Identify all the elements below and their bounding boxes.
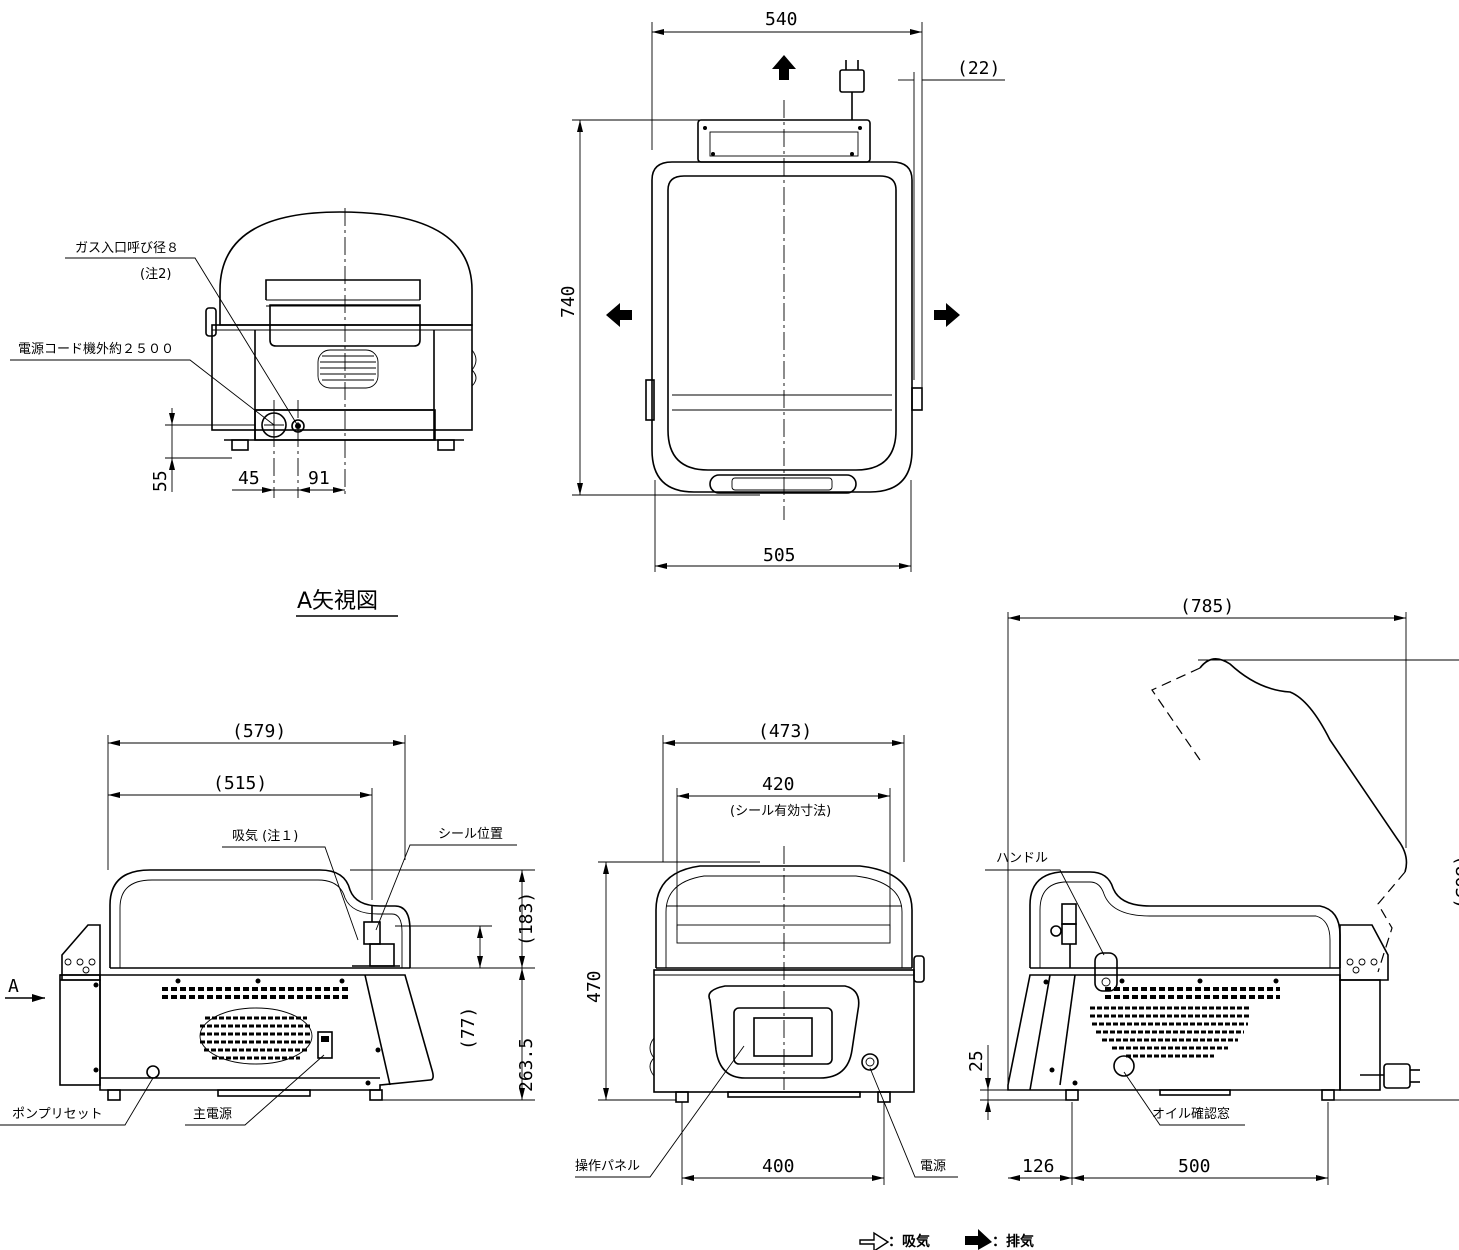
dim-right-foot-offset: 126 [1022,1156,1055,1177]
legend-intake-label: ：吸気 [888,1233,930,1250]
front-view: (579) (515) [0,721,537,1126]
side-control-panel-label: 操作パネル [575,1158,640,1174]
front-hinge-block [61,924,101,981]
front-intake-label: 吸気 (注１) [232,828,298,844]
side-view: (473) 420 (シール有効寸法) [575,721,958,1185]
front-vent-strip [162,987,348,999]
right-oil-window [1113,1055,1135,1077]
dim-top-width: 540 [765,9,798,30]
top-right-knob [911,387,923,411]
a-gas-inlet-label: ガス入口呼び径８ [75,241,179,256]
right-seal-mechanism [1061,923,1077,945]
a-lid-dome [219,211,473,326]
view-a-arrow-icon [32,994,45,1002]
dim-side-seal-width: 420 [762,774,795,795]
side-lid [655,865,913,968]
dim-a-gas-offset: 91 [308,468,330,489]
dim-top-bottom-width: 505 [763,545,796,566]
right-open-lid [1199,658,1408,873]
right-power-plug [1360,1063,1420,1089]
front-main-switch [317,1031,333,1059]
dim-right-feet: 500 [1178,1156,1211,1177]
dim-right-foot-height: 25 [966,1050,987,1072]
right-vent-strip [1105,987,1280,999]
a-power-cord-label: 電源コード機外約２５００ [18,342,174,357]
dim-a-cord-offset: 45 [238,468,260,489]
legend-exhaust-label: ：排気 [992,1233,1034,1250]
intake-arrow-icon [859,1231,890,1250]
right-vent-grille [1090,1006,1250,1058]
exhaust-legend-arrow-icon [965,1229,992,1250]
dim-top-offset: (22) [957,58,1000,79]
right-oil-window-label: オイル確認窓 [1152,1106,1230,1122]
front-arrow-a-label: A [8,976,19,997]
exhaust-arrow-left-icon [606,303,632,327]
power-plug-top [839,60,865,120]
right-view: (785) (865) [966,596,1459,1185]
front-lid [109,869,411,968]
dim-front-lid-height: (183) [516,892,537,946]
legend: ：吸気 ：排気 [859,1229,1034,1250]
top-lid [667,175,897,471]
a-side-knob [205,307,217,337]
dim-side-height: 470 [584,970,605,1003]
front-body [60,974,434,1091]
front-main-power-label: 主電源 [193,1107,232,1122]
dim-top-depth: 740 [558,285,579,318]
right-handle [1094,952,1118,992]
right-hinge-block [1339,924,1389,981]
side-power-button [861,1053,879,1071]
side-control-panel-screen [753,1017,813,1057]
top-front-handle [709,474,857,494]
top-body-outline [651,161,913,493]
dim-right-open-height: (865) [1451,855,1459,909]
view-a-title: A矢視図 [297,589,378,614]
dim-side-overall: (473) [758,721,812,742]
a-front-handle [269,304,421,347]
top-view: 540 (22) 740 [558,9,1005,572]
dim-front-seal-height: (77) [458,1007,479,1050]
top-left-knob [645,379,655,421]
side-knob [913,955,925,983]
right-handle-label: ハンドル [996,851,1048,866]
dim-side-feet: 400 [762,1156,795,1177]
dim-front-body-height: 263.5 [516,1038,537,1092]
exhaust-arrow-right-icon [934,303,960,327]
side-seal-effective-label: (シール有効寸法) [730,804,831,819]
front-seal-position-label: シール位置 [438,827,503,842]
front-pump-reset-button [146,1065,160,1079]
side-panel-recess [708,985,860,1079]
dim-front-overall: (579) [232,721,286,742]
dim-right-open-depth: (785) [1180,596,1234,617]
front-vent-grille [199,1007,313,1065]
dim-front-body: (515) [213,773,267,794]
a-vent-grille [317,349,379,389]
front-pump-reset-label: ポンプリセット [12,1107,103,1122]
a-body [211,324,473,431]
view-a: ガス入口呼び径８ (注2) 電源コード機外約２５００ 55 45 91 A矢視図 [10,208,477,617]
right-closed-lid [1029,871,1341,968]
side-seal-bar [676,924,891,944]
a-note2-label: (注2) [140,267,171,282]
side-power-label: 電源 [920,1159,946,1174]
dim-a-gas-height: 55 [150,470,171,492]
exhaust-arrow-up-icon [772,55,796,80]
side-control-panel [733,1007,833,1065]
